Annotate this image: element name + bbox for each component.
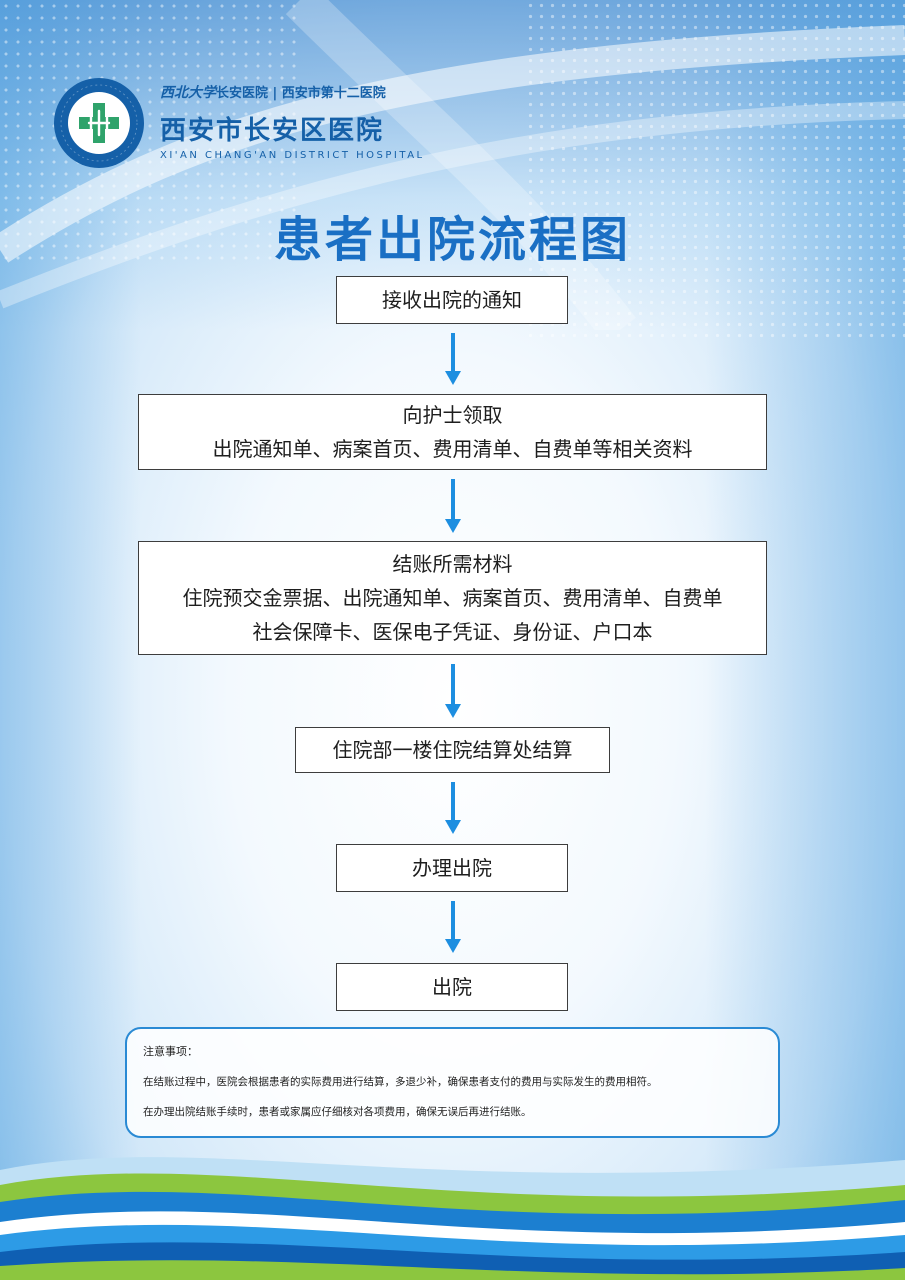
affiliation-script: 西北大学 (160, 85, 216, 101)
flow-step-receive-notice: 接收出院的通知 (336, 276, 568, 324)
step-line: 社会保障卡、医保电子凭证、身份证、户口本 (252, 620, 653, 644)
page-title: 患者出院流程图 (273, 212, 631, 268)
flow-arrow-down (445, 664, 461, 718)
step-line: 出院 (432, 975, 472, 999)
flow-step-collect-documents: 向护士领取 出院通知单、病案首页、费用清单、自费单等相关资料 (138, 394, 767, 470)
background-bottom-waves (0, 1157, 905, 1280)
notes-box: 注意事项： 在结账过程中，医院会根据患者的实际费用进行结算，多退少补，确保患者支… (125, 1027, 780, 1138)
hospital-name-cn: 西安市长安区医院 (160, 116, 385, 146)
hospital-affiliation: 西北大学长安医院 | 西安市第十二医院 (160, 82, 425, 102)
hospital-name-en: XI'AN CHANG'AN DISTRICT HOSPITAL (160, 150, 425, 161)
background-light-waves (0, 0, 905, 330)
notes-heading: 注意事项： (143, 1045, 198, 1058)
flow-arrow-down (445, 901, 461, 953)
hospital-logo (54, 78, 144, 168)
affiliation-text: 长安医院 | 西安市第十二医院 (216, 86, 386, 101)
flow-step-required-materials: 结账所需材料 住院预交金票据、出院通知单、病案首页、费用清单、自费单 社会保障卡… (138, 541, 767, 655)
flow-arrow-down (445, 782, 461, 834)
step-heading: 向护士领取 (402, 403, 503, 427)
step-line: 住院部一楼住院结算处结算 (332, 738, 573, 762)
flow-arrow-down (445, 333, 461, 385)
step-line: 接收出院的通知 (382, 288, 522, 312)
step-line: 出院通知单、病案首页、费用清单、自费单等相关资料 (212, 437, 693, 461)
notes-item: 在办理出院结账手续时，患者或家属应仔细核对各项费用，确保无误后再进行结账。 (143, 1106, 532, 1118)
step-heading: 结账所需材料 (392, 552, 513, 576)
flow-step-discharge-procedure: 办理出院 (336, 844, 568, 892)
step-line: 办理出院 (412, 856, 492, 880)
hospital-header: 西北大学长安医院 | 西安市第十二医院 西安市长安区医院 XI'AN CHANG… (160, 82, 425, 161)
step-line: 住院预交金票据、出院通知单、病案首页、费用清单、自费单 (182, 586, 723, 610)
flow-step-settlement: 住院部一楼住院结算处结算 (295, 727, 610, 773)
flow-arrow-down (445, 479, 461, 533)
notes-item: 在结账过程中，医院会根据患者的实际费用进行结算，多退少补，确保患者支付的费用与实… (143, 1076, 658, 1088)
flow-step-discharge: 出院 (336, 963, 568, 1011)
